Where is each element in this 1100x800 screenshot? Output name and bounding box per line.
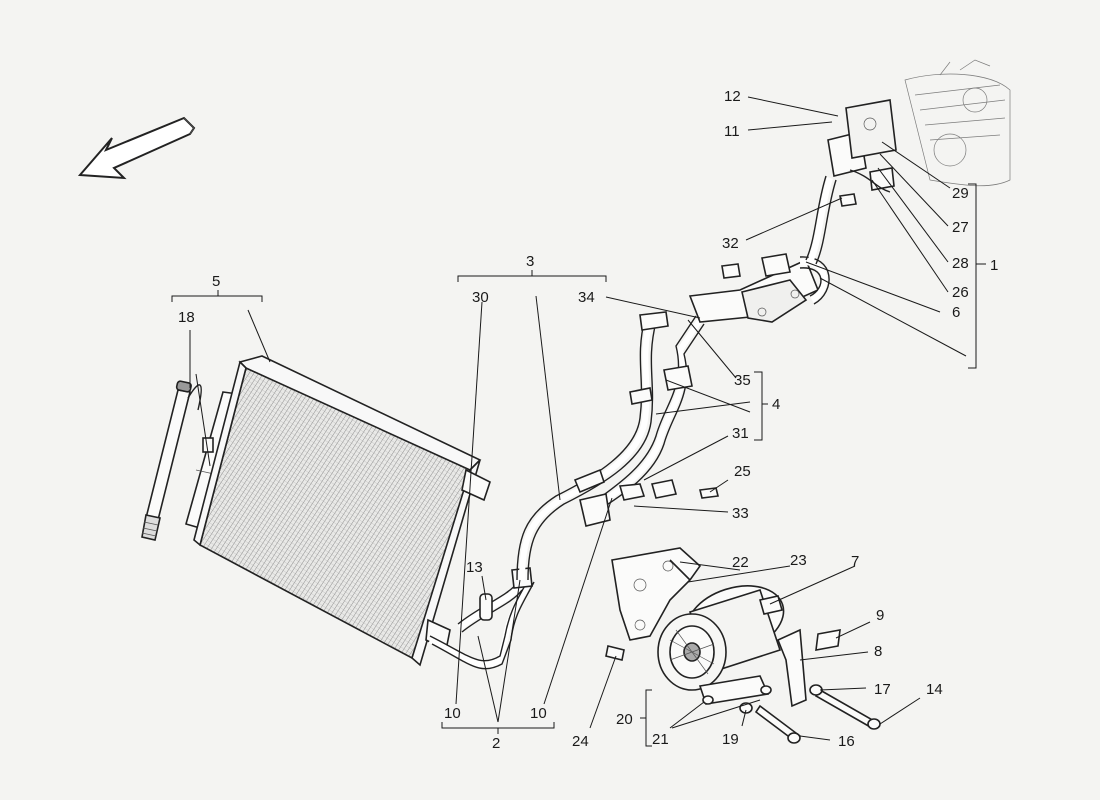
evaporator-connection-block [688,99,897,323]
callout-33: 33 [732,505,749,522]
callout-20: 20 [616,711,633,728]
callout-labels: 1 2 3 4 5 6 7 8 9 10 10 11 12 13 14 16 1… [178,88,998,752]
engine-bay-sketch [904,59,1011,187]
callout-26: 26 [952,284,969,301]
fasteners [605,487,881,744]
receiver-drier [141,380,202,541]
ac-compressor [657,585,785,705]
direction-arrow-icon [77,116,196,180]
callout-10b: 10 [530,705,547,722]
callout-23: 23 [790,552,807,569]
callout-29: 29 [952,185,969,202]
condenser [193,355,491,667]
callout-18: 18 [178,309,195,326]
callout-10a: 10 [444,705,461,722]
main-pipe [516,311,669,581]
callout-30: 30 [472,289,489,306]
compressor-bracket [611,547,702,641]
callout-4: 4 [772,396,780,413]
callout-32: 32 [722,235,739,252]
callout-12: 12 [724,88,741,105]
callout-3: 3 [526,253,534,270]
callout-9: 9 [876,607,884,624]
callout-6: 6 [952,304,960,321]
callout-21: 21 [652,731,669,748]
callout-19: 19 [722,731,739,748]
callout-11: 11 [724,123,740,140]
callout-8: 8 [874,643,882,660]
callout-7: 7 [851,553,859,570]
grouping-brackets [171,183,986,747]
callout-31: 31 [732,425,749,442]
callout-2: 2 [492,735,500,752]
callout-34: 34 [578,289,595,306]
callout-13: 13 [466,559,483,576]
callout-27: 27 [952,219,969,236]
liquid-line [579,315,705,527]
callout-25: 25 [734,463,751,480]
callout-22: 22 [732,554,749,571]
callout-5: 5 [212,273,220,290]
callout-14: 14 [926,681,943,698]
callout-24: 24 [572,733,589,750]
callout-1: 1 [990,257,998,274]
callout-28: 28 [952,255,969,272]
leader-lines [189,96,967,741]
callout-35: 35 [734,372,751,389]
callout-16: 16 [838,733,855,750]
callout-17: 17 [874,681,891,698]
